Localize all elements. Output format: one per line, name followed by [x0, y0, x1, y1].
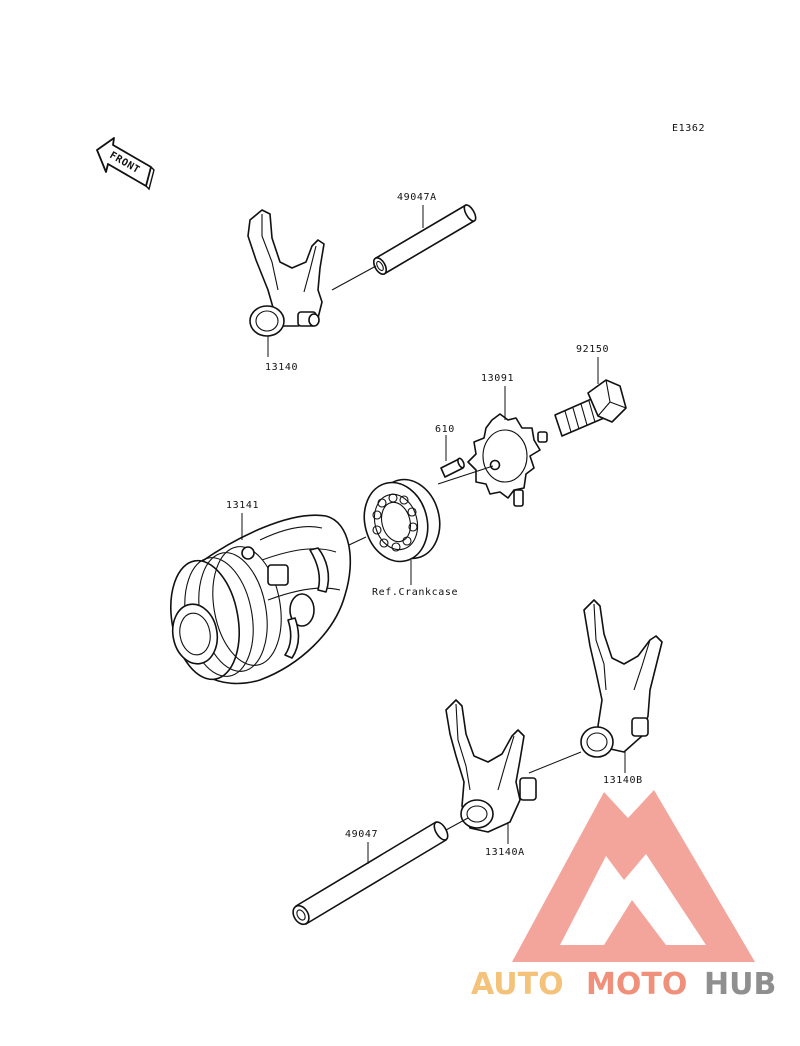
label-49047a: 49047A	[397, 192, 437, 203]
watermark-hub: HUB	[704, 967, 776, 1002]
label-13091: 13091	[481, 373, 514, 384]
watermark-text: AUTO MOTO HUB	[471, 967, 776, 1002]
label-ref-crankcase: Ref.Crankcase	[372, 587, 458, 598]
label-13140b: 13140B	[603, 775, 643, 786]
shaft-49047	[292, 821, 449, 926]
bearing-ref-crankcase	[363, 478, 441, 563]
bolt-92150	[554, 379, 627, 437]
shift-fork-13140	[247, 209, 325, 337]
label-13141: 13141	[226, 500, 259, 511]
shaft-49047a	[372, 204, 477, 275]
watermark-logo	[512, 790, 755, 962]
shift-drum-cam-13091	[467, 413, 548, 507]
shift-fork-13140a	[445, 699, 537, 833]
label-610: 610	[435, 424, 455, 435]
label-49047: 49047	[345, 829, 378, 840]
front-arrow-icon: FRONT	[96, 137, 155, 191]
label-92150: 92150	[576, 344, 609, 355]
label-13140: 13140	[265, 362, 298, 373]
shift-fork-13140b	[580, 599, 663, 758]
diagram-code: E1362	[672, 123, 705, 134]
pin-610	[440, 457, 465, 478]
shift-drum-13141	[170, 514, 352, 685]
label-13140a: 13140A	[485, 847, 525, 858]
watermark-moto: MOTO	[586, 967, 687, 1002]
watermark-auto: AUTO	[471, 967, 564, 1002]
